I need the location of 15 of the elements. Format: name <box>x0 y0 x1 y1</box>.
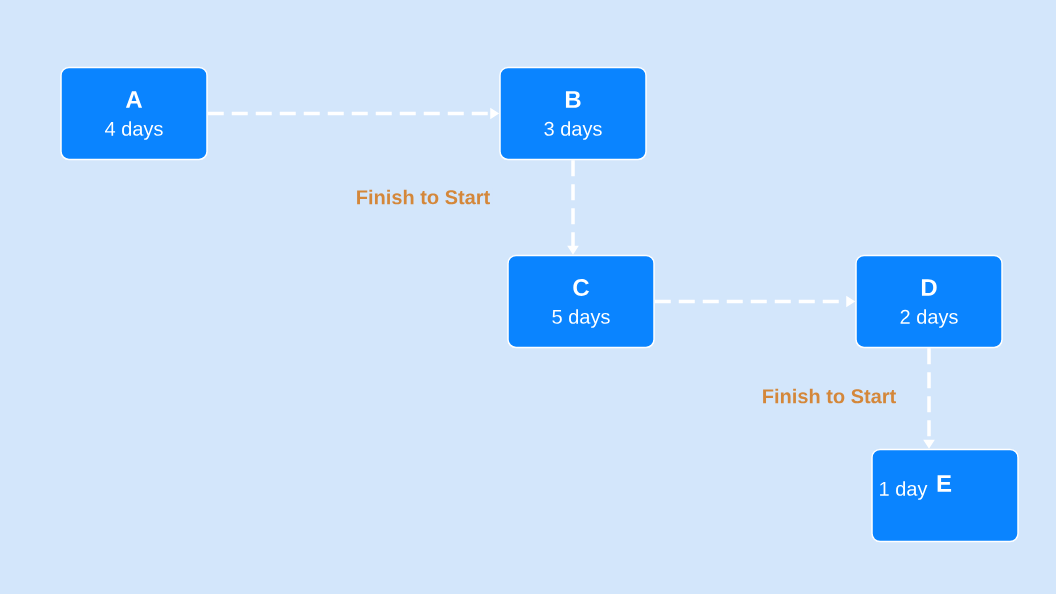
duration-text: 2 days <box>900 309 958 328</box>
task-box <box>855 254 1003 349</box>
task-box <box>871 448 1019 543</box>
box-title: A <box>125 91 143 108</box>
duration-text: 4 days <box>105 121 163 140</box>
box-title: E <box>937 475 952 492</box>
duration-text: 1 day <box>880 481 928 500</box>
task-box <box>499 66 647 161</box>
task-box <box>507 254 655 349</box>
box-title: D <box>921 279 937 296</box>
task-box <box>60 66 208 161</box>
duration-text: 3 days <box>544 121 602 140</box>
duration-text: 5 days <box>552 309 610 328</box>
box-title: C <box>573 279 589 296</box>
box-title: B <box>565 91 581 108</box>
